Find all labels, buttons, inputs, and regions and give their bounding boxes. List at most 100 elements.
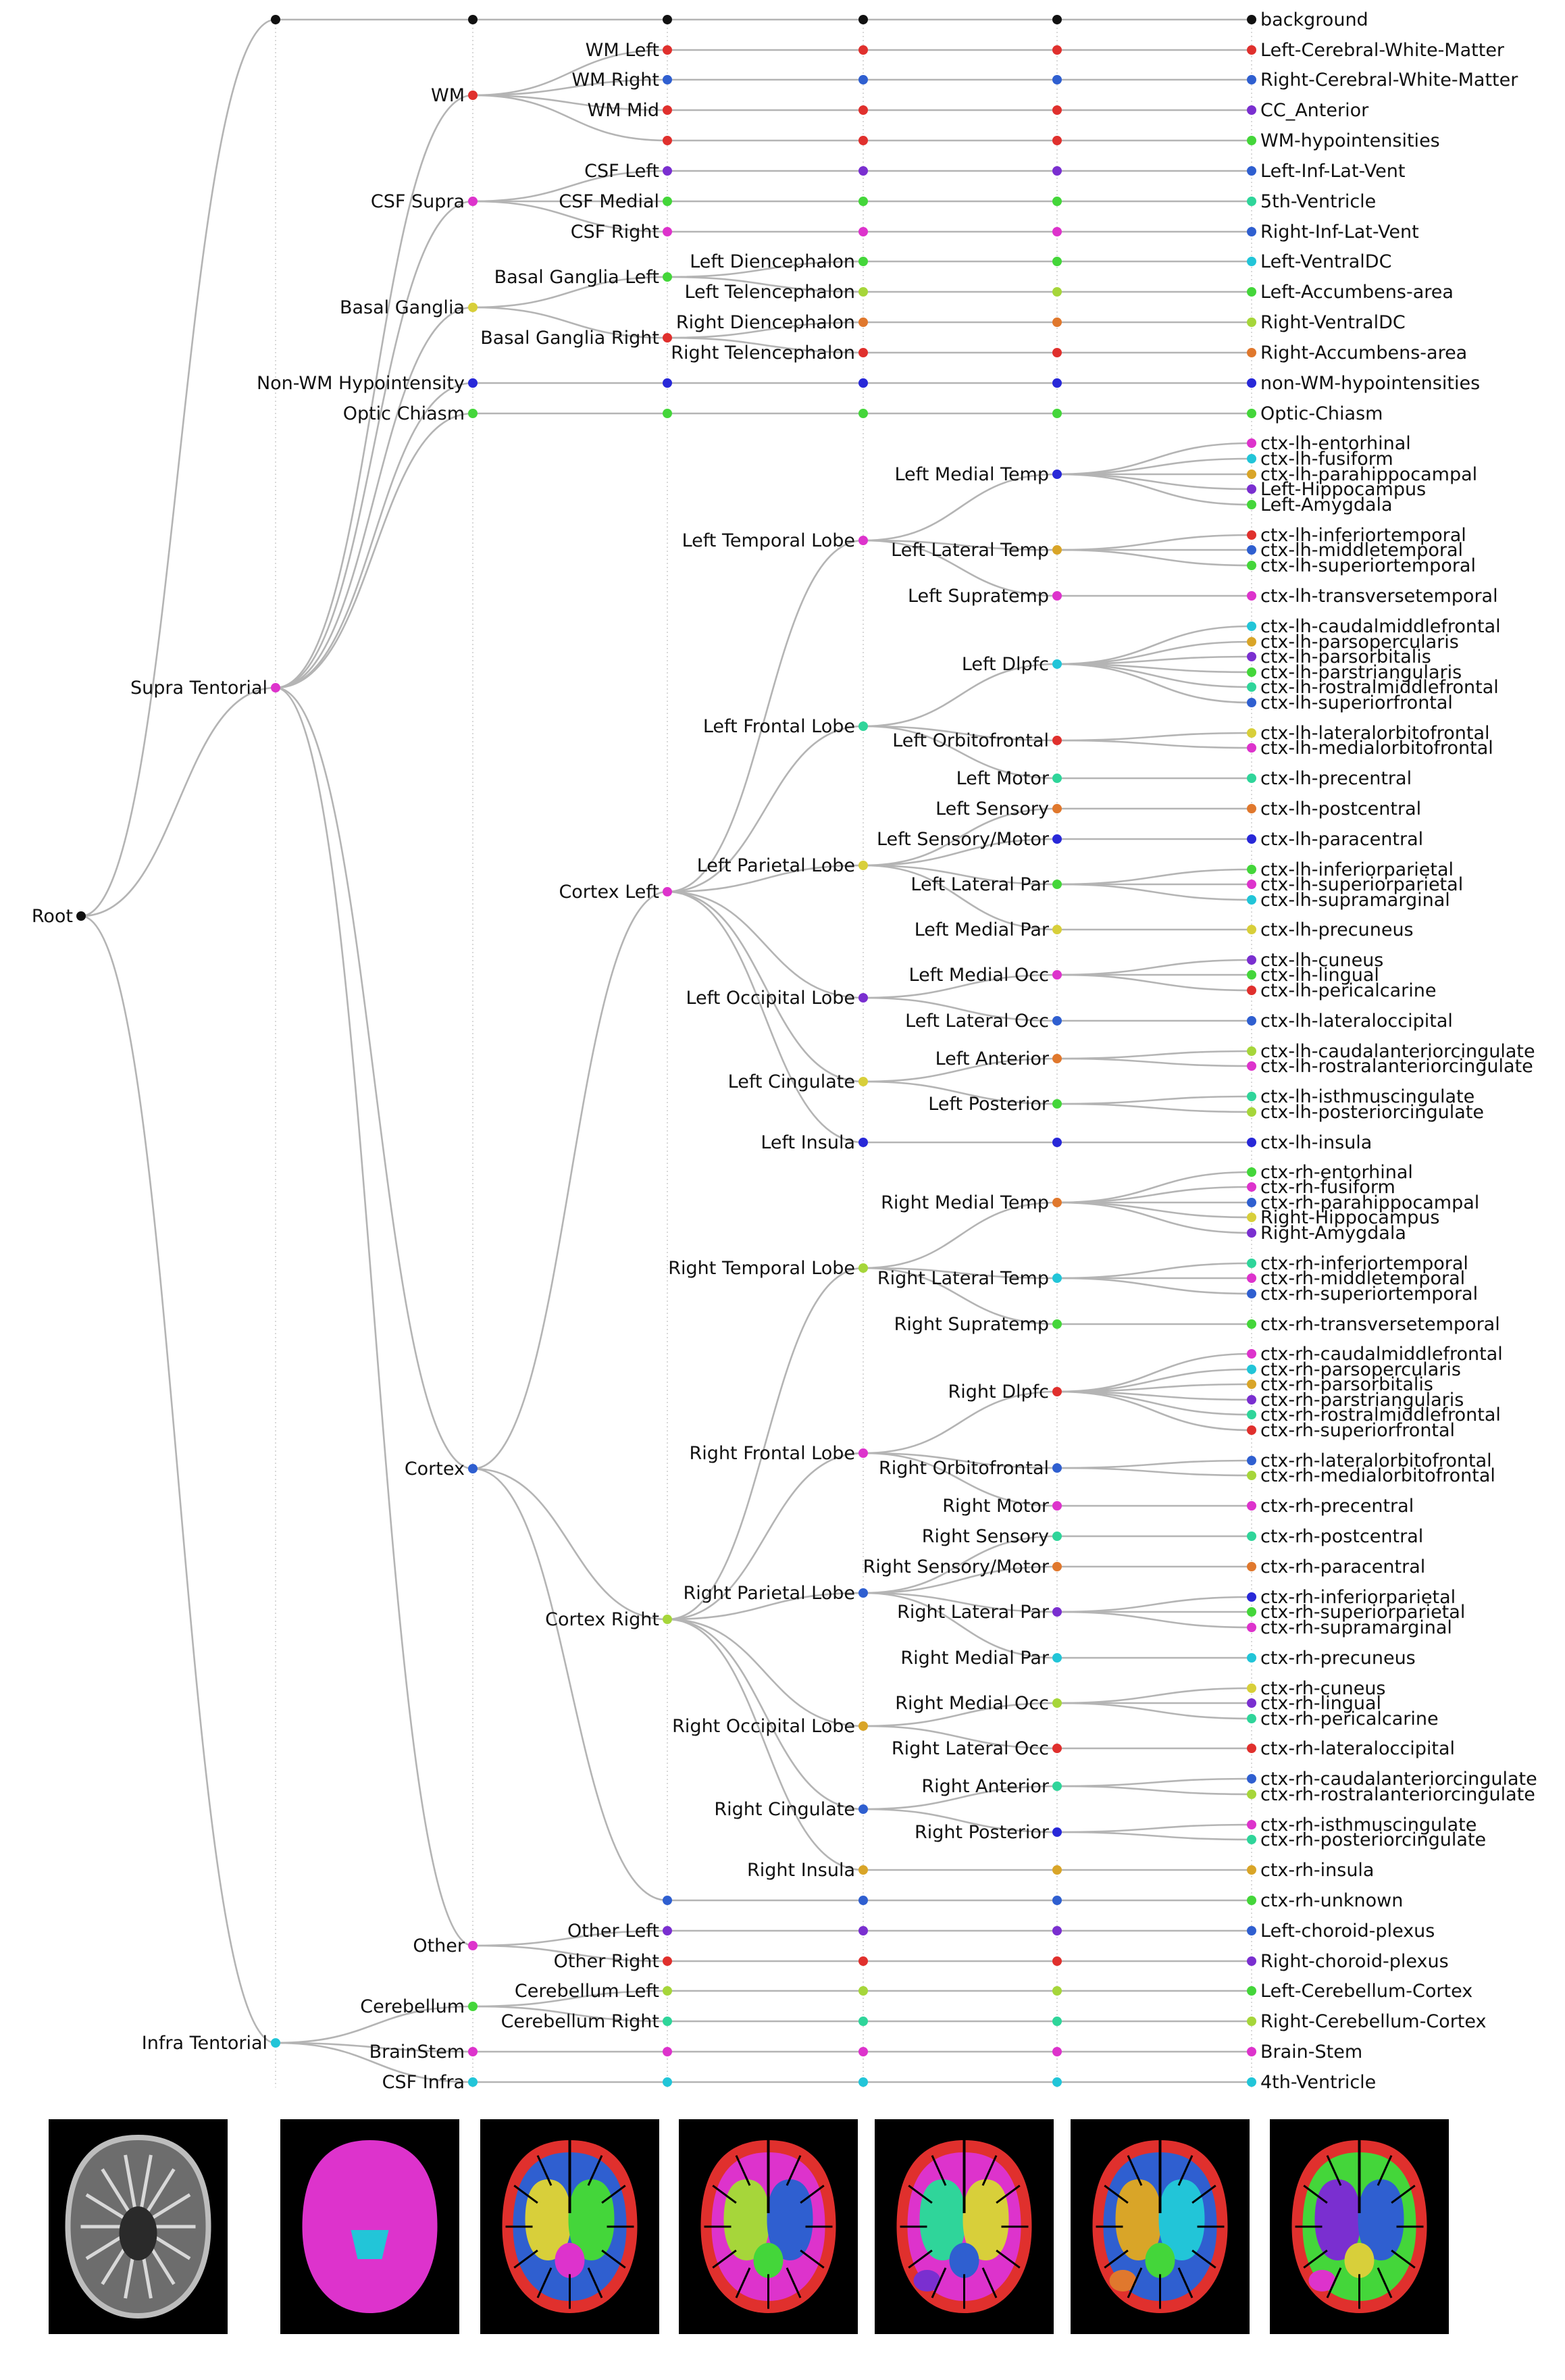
tree-node-dot bbox=[76, 911, 86, 921]
tree-edge bbox=[1056, 973, 1252, 992]
tree-node-dot bbox=[1247, 1986, 1256, 1996]
tree-edge bbox=[667, 539, 864, 893]
tree-edge bbox=[667, 276, 864, 293]
tree-edge bbox=[80, 18, 276, 917]
tree-node-dot bbox=[1052, 1138, 1062, 1147]
leaf-label: 4th-Ventricle bbox=[1260, 2072, 1376, 2093]
leaf-label: Right-Hippocampus bbox=[1260, 1207, 1439, 1228]
tree-node-dot bbox=[271, 2038, 280, 2048]
tree-edge bbox=[472, 1467, 668, 1902]
leaf-label: ctx-lh-fusiform bbox=[1260, 449, 1393, 470]
tree-node-dot bbox=[1052, 105, 1062, 115]
tree-node-dot bbox=[1247, 1319, 1256, 1329]
tree-node-dot bbox=[858, 2047, 868, 2056]
tree-edge bbox=[863, 1592, 1058, 1613]
node-label: Right Frontal Lobe bbox=[690, 1443, 855, 1464]
tree-edge bbox=[1056, 473, 1252, 490]
node-label: Cortex Left bbox=[559, 882, 659, 903]
node-label: Right Cingulate bbox=[714, 1799, 855, 1820]
tree-edge bbox=[667, 1267, 864, 1621]
node-label: Right Telencephalon bbox=[671, 343, 855, 363]
tree-edge bbox=[667, 890, 864, 999]
seg-sulcus bbox=[786, 2155, 802, 2186]
tree-node-dot bbox=[663, 227, 672, 236]
tree-node-dot bbox=[1247, 15, 1256, 24]
tree-node-dot bbox=[1247, 1259, 1256, 1268]
tree-edge bbox=[1056, 1823, 1252, 1833]
tree-node-dot bbox=[1247, 484, 1256, 494]
tree-edge bbox=[1056, 959, 1252, 976]
tree-node-dot bbox=[1247, 561, 1256, 570]
tree-node-dot bbox=[1052, 1531, 1062, 1541]
tree-node-dot bbox=[1052, 925, 1062, 934]
tree-node-dot bbox=[858, 75, 868, 84]
node-label: Right Temporal Lobe bbox=[668, 1258, 855, 1279]
node-label: Basal Ganglia bbox=[340, 297, 465, 318]
tree-node-dot bbox=[1247, 622, 1256, 631]
leaf-label: Brain-Stem bbox=[1260, 2042, 1362, 2062]
tree-node-dot bbox=[1247, 1683, 1256, 1693]
leaf-label: ctx-rh-lateraloccipital bbox=[1260, 1738, 1455, 1759]
tree-node-dot bbox=[1052, 1562, 1062, 1571]
tree-edge bbox=[472, 306, 668, 339]
tree-edge bbox=[863, 1725, 1058, 1750]
tree-edge bbox=[1056, 1201, 1252, 1219]
leaf-label: ctx-lh-supramarginal bbox=[1260, 890, 1450, 911]
node-label: Left Occipital Lobe bbox=[686, 988, 855, 1009]
tree-node-dot bbox=[468, 2047, 478, 2056]
leaf-label: ctx-lh-parahippocampal bbox=[1260, 464, 1477, 485]
tree-node-dot bbox=[1052, 197, 1062, 206]
tree-node-dot bbox=[858, 105, 868, 115]
tree-edge bbox=[667, 1618, 864, 1871]
node-label: Right Diencephalon bbox=[676, 312, 855, 333]
leaf-label: ctx-lh-precuneus bbox=[1260, 919, 1414, 940]
tree-node-dot bbox=[1052, 15, 1062, 24]
tree-node-dot bbox=[1247, 105, 1256, 115]
tree-edge bbox=[275, 412, 473, 689]
tree-node-dot bbox=[1247, 1714, 1256, 1723]
leaf-label: ctx-rh-paracentral bbox=[1260, 1556, 1425, 1577]
tree-node-dot bbox=[1052, 1501, 1062, 1511]
tree-node-dot bbox=[1247, 895, 1256, 905]
leaf-label: ctx-lh-cuneus bbox=[1260, 950, 1383, 971]
tree-node-dot bbox=[1052, 409, 1062, 418]
tree-node-dot bbox=[858, 2077, 868, 2087]
leaf-label: ctx-lh-paracentral bbox=[1260, 829, 1423, 850]
tree-edge bbox=[863, 539, 1058, 597]
tree-node-dot bbox=[1247, 1349, 1256, 1359]
node-label: Left Parietal Lobe bbox=[697, 855, 855, 876]
tree-edge bbox=[863, 1267, 1058, 1280]
tree-node-dot bbox=[663, 1926, 672, 1935]
tree-node-dot bbox=[1052, 1827, 1062, 1837]
leaf-label: Right-Amygdala bbox=[1260, 1223, 1406, 1244]
tree-edge bbox=[275, 200, 473, 689]
seg-sulcus bbox=[981, 2267, 998, 2298]
seg-sulcus bbox=[712, 2184, 737, 2204]
tree-node-dot bbox=[1247, 500, 1256, 509]
tree-edge bbox=[1056, 1467, 1252, 1477]
tree-node-dot bbox=[1247, 1926, 1256, 1935]
tree-node-dot bbox=[1247, 667, 1256, 677]
seg-sulcus bbox=[513, 2184, 538, 2204]
leaf-label: ctx-rh-fusiform bbox=[1260, 1177, 1395, 1198]
node-label: Right Lateral Temp bbox=[877, 1268, 1049, 1289]
leaf-label: ctx-lh-postcentral bbox=[1260, 799, 1421, 819]
tree-node-dot bbox=[858, 1138, 868, 1147]
tree-node-dot bbox=[663, 1615, 672, 1624]
tree-node-dot bbox=[858, 348, 868, 357]
seg-sulcus bbox=[1177, 2267, 1194, 2298]
node-label: Right Lateral Par bbox=[897, 1602, 1050, 1623]
tree-edge bbox=[863, 1390, 1058, 1454]
leaf-label: ctx-rh-rostralanteriorcingulate bbox=[1260, 1784, 1535, 1805]
tree-edge bbox=[1056, 1262, 1252, 1280]
node-label: Basal Ganglia Right bbox=[480, 328, 659, 349]
tree-edge bbox=[863, 864, 1058, 886]
tree-node-dot bbox=[1247, 438, 1256, 448]
tree-node-dot bbox=[1247, 1865, 1256, 1875]
node-label: WM bbox=[431, 85, 465, 106]
seg-sulcus bbox=[1303, 2184, 1328, 2204]
tree-edge bbox=[1056, 655, 1252, 665]
seg-sulcus bbox=[1177, 2155, 1194, 2186]
tree-node-dot bbox=[1052, 1099, 1062, 1109]
tree-node-dot bbox=[1052, 2047, 1062, 2056]
